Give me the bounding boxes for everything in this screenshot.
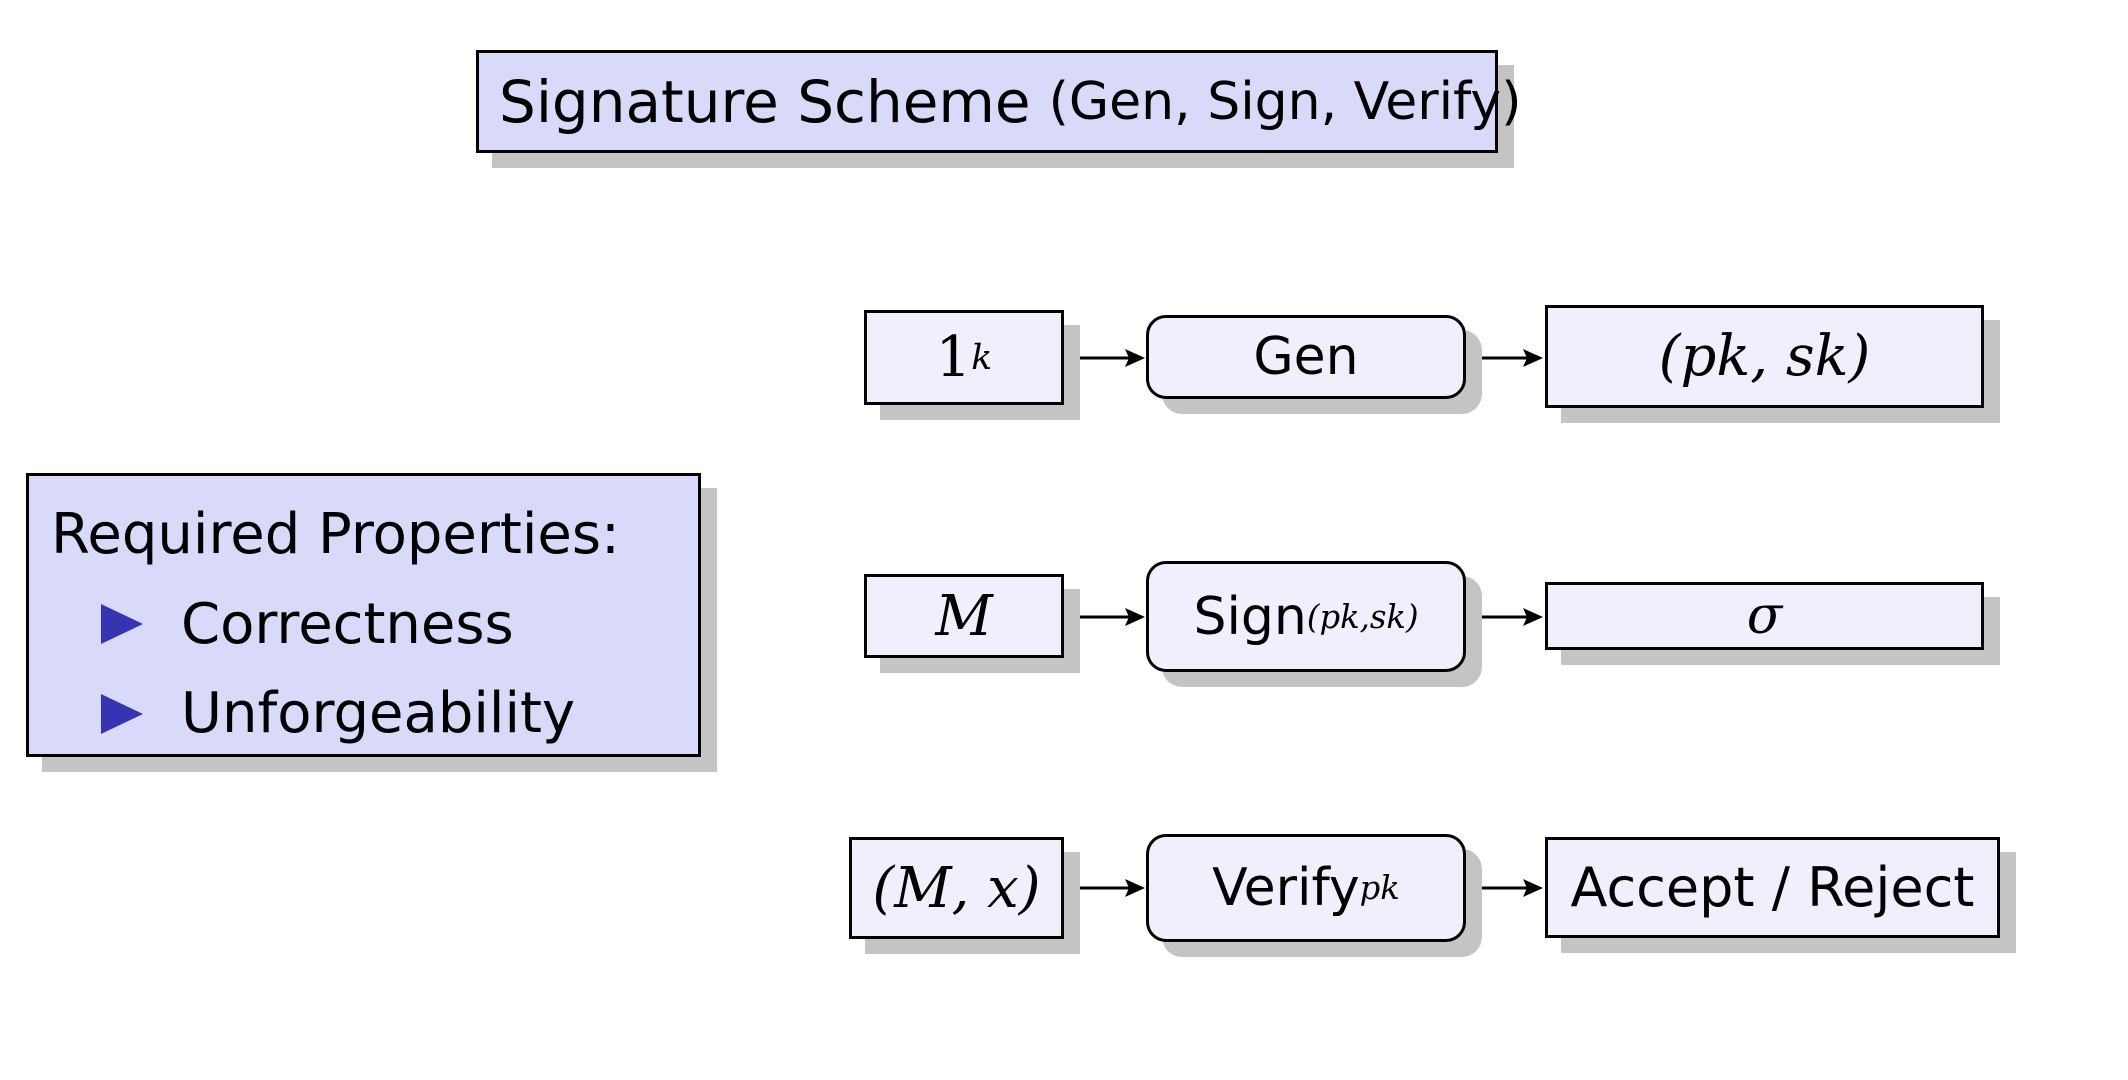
arrow-sign-out [1466,608,1543,626]
title-args: (Gen, Sign, Verify) [1049,72,1522,132]
property-item-unforgeability: Unforgeability [101,669,575,759]
title-separator: , [1174,71,1208,132]
title-open-paren: ( [1048,71,1069,132]
title-close-paren: ) [1501,71,1522,132]
input-superscript: k [971,337,993,378]
arrow-sign-in [1063,608,1145,626]
output-text: σ [1746,586,1783,646]
title-box: Signature Scheme (Gen, Sign, Verify) [476,50,1522,153]
input-box-message: M [864,574,1064,658]
input-base: M [935,583,993,649]
arrow-gen-in [1063,349,1145,367]
output-box-decision: Accept / Reject [1545,837,2000,938]
arrow-verify-in [1063,879,1145,897]
output-box-keypair: (pk, sk) [1545,305,1984,408]
property-label: Correctness [181,591,514,657]
title-arg-verify: Verify [1353,71,1502,132]
arrow-verify-out [1466,879,1543,897]
properties-heading: Required Properties: [51,502,620,567]
properties-box: Required Properties: Correctness Unforge… [26,473,701,757]
input-base: 1 [935,325,972,390]
process-subscript: (pk,sk) [1306,597,1419,636]
process-label: Verify [1212,858,1360,918]
arrow-gen-out [1466,349,1543,367]
input-base: (M, x) [872,855,1041,921]
input-box-message-signature: (M, x) [849,837,1064,939]
property-item-correctness: Correctness [101,580,514,670]
process-label: Gen [1253,327,1359,387]
process-box-gen: Gen [1146,315,1466,399]
triangle-bullet-icon [101,693,143,734]
title-arg-gen: Gen [1068,71,1175,132]
triangle-bullet-icon [101,604,143,645]
title-arg-sign: Sign [1207,71,1321,132]
property-label: Unforgeability [181,681,576,747]
title-separator: , [1320,71,1354,132]
process-box-sign: Sign(pk,sk) [1146,561,1466,672]
output-text: Accept / Reject [1570,856,1975,919]
process-label: Sign [1193,586,1307,647]
output-text: (pk, sk) [1658,324,1871,389]
output-box-signature: σ [1545,582,1984,650]
process-subscript: pk [1359,869,1400,907]
title-text: Signature Scheme [499,67,1031,136]
